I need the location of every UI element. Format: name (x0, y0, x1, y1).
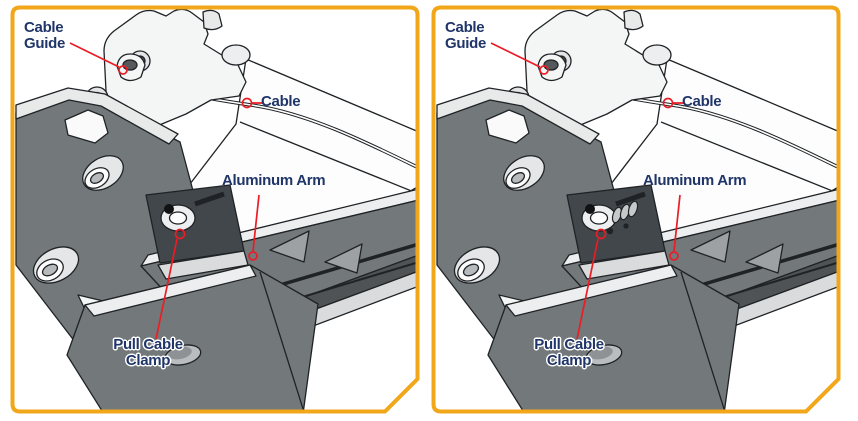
label-cable: Cable (682, 93, 722, 110)
label-aluminum-arm: Aluminum Arm (643, 172, 747, 189)
cad-illustration-left (10, 5, 421, 414)
illustration-panel-left: Cable Guide Cable Aluminum Arm Pull Cabl… (8, 3, 422, 414)
label-cable-guide: Cable Guide (445, 19, 487, 52)
machine-drawing (437, 9, 842, 414)
label-pull-cable-clamp: Pull Cable Clamp (534, 336, 604, 369)
label-cable-guide: Cable Guide (24, 19, 66, 52)
machine-drawing (16, 9, 421, 414)
label-pull-cable-clamp: Pull Cable Clamp (113, 336, 183, 369)
panel-row: Cable Guide Cable Aluminum Arm Pull Cabl… (8, 3, 843, 414)
label-cable: Cable (261, 93, 301, 110)
cad-illustration-right (431, 5, 842, 414)
illustration-panel-right: Cable Guide Cable Aluminum Arm Pull Cabl… (429, 3, 843, 414)
label-aluminum-arm: Aluminum Arm (222, 172, 326, 189)
